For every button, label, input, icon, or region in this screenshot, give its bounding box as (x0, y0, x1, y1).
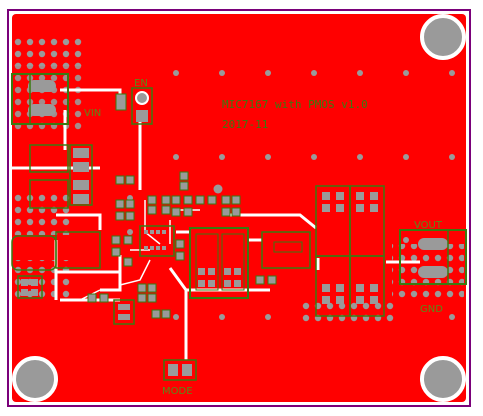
mode-header (163, 359, 197, 381)
capacitor-left-upper (29, 144, 93, 209)
capacitor-left-pads (73, 148, 89, 204)
label-vin: VIN (84, 108, 101, 119)
label-mode: MODE (162, 386, 193, 397)
output-capacitors (315, 185, 385, 317)
label-gnd: GND (420, 304, 443, 315)
output-capacitor-pads (322, 192, 378, 304)
mounting-hole-top-right (420, 14, 466, 60)
label-en: EN (134, 78, 148, 89)
board-title: MIC7167 with PMOS v1.0 (222, 98, 368, 111)
mounting-hole-bottom-left (12, 356, 58, 402)
output-terminal (399, 229, 467, 285)
en-jumper (115, 87, 153, 125)
left-lower-pads (21, 279, 38, 296)
inductor-left (11, 73, 69, 125)
scattered-vias (127, 70, 455, 320)
label-vout: VOUT (414, 220, 443, 231)
sense-resistor (261, 231, 311, 269)
via-field-left-mid (14, 190, 74, 235)
ic-footprint (139, 225, 175, 257)
via-field-left (14, 60, 86, 130)
via-field-bottom (300, 298, 396, 322)
transistor-bottom (113, 299, 135, 325)
pmos-footprint (189, 227, 249, 299)
small-passives (87, 171, 277, 319)
mounting-hole-bottom-right (420, 356, 466, 402)
capacitor-left-lower (11, 231, 101, 299)
board-date: 2017-11 (222, 118, 268, 131)
